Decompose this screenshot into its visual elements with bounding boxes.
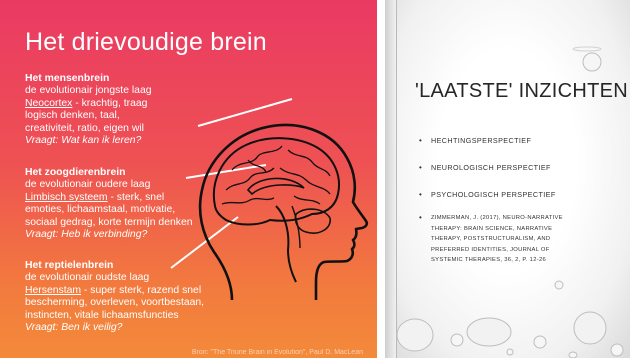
list-item: •NEUROLOGISCH PERSPECTIEF — [431, 163, 563, 173]
slide-divider — [377, 0, 385, 358]
reference-line: SYSTEMIC THERAPIES, 36, 2, P. 12-26 — [431, 255, 563, 266]
drop-3 — [397, 319, 433, 351]
drop-highlight — [573, 47, 601, 51]
source-citation: Bron: "The Triune Brain in Evolution", P… — [192, 349, 363, 356]
brain-outline — [214, 138, 339, 224]
list-item: •HECHTINGSPERSPECTIEF — [431, 136, 563, 146]
list-item-reference: • ZIMMERMAN, J. (2017), NEURO-NARRATIVE … — [431, 213, 563, 266]
insight-list: •HECHTINGSPERSPECTIEF •NEUROLOGISCH PERS… — [431, 136, 563, 283]
reference-line: THERAPY: BRAIN SCIENCE, NARRATIVE — [431, 224, 563, 235]
bullet-icon: • — [419, 213, 422, 224]
bullet-icon: • — [419, 163, 422, 173]
reference-line: THERAPY, POSTSTRUCTURALISM, AND — [431, 234, 563, 245]
pointer-line-neocortex — [198, 99, 292, 126]
drop-6 — [534, 336, 546, 348]
drop-8 — [611, 344, 623, 356]
slide-latest-insights: 'LAATSTE' INZICHTEN •HECHTINGSPERSPECTIE… — [385, 0, 630, 358]
brain-head-illustration — [0, 0, 377, 358]
drop-10 — [507, 349, 513, 355]
reference-line: ZIMMERMAN, J. (2017), NEURO-NARRATIVE — [431, 213, 563, 224]
head-outline — [200, 125, 367, 300]
pointer-line-hersenstam — [171, 217, 238, 268]
brainstem-shape — [276, 206, 296, 282]
brain-folds — [222, 146, 330, 204]
drop-9 — [569, 352, 577, 358]
bullet-icon: • — [419, 190, 422, 200]
drop-1 — [583, 53, 601, 71]
bullet-icon: • — [419, 136, 422, 146]
reference-line: PREFERRED IDENTITIES, JOURNAL OF — [431, 245, 563, 256]
drop-7 — [574, 312, 606, 344]
drop-4 — [451, 334, 463, 346]
drop-5 — [467, 318, 511, 346]
slide-title: 'LAATSTE' INZICHTEN — [415, 80, 628, 103]
list-item: •PSYCHOLOGISCH PERSPECTIEF — [431, 190, 563, 200]
cerebellum-shape — [295, 209, 330, 233]
limbic-system-shape — [248, 178, 304, 194]
slide-triune-brain: Het drievoudige brein Het mensenbrein de… — [0, 0, 377, 358]
pointer-line-limbisch — [186, 165, 266, 178]
